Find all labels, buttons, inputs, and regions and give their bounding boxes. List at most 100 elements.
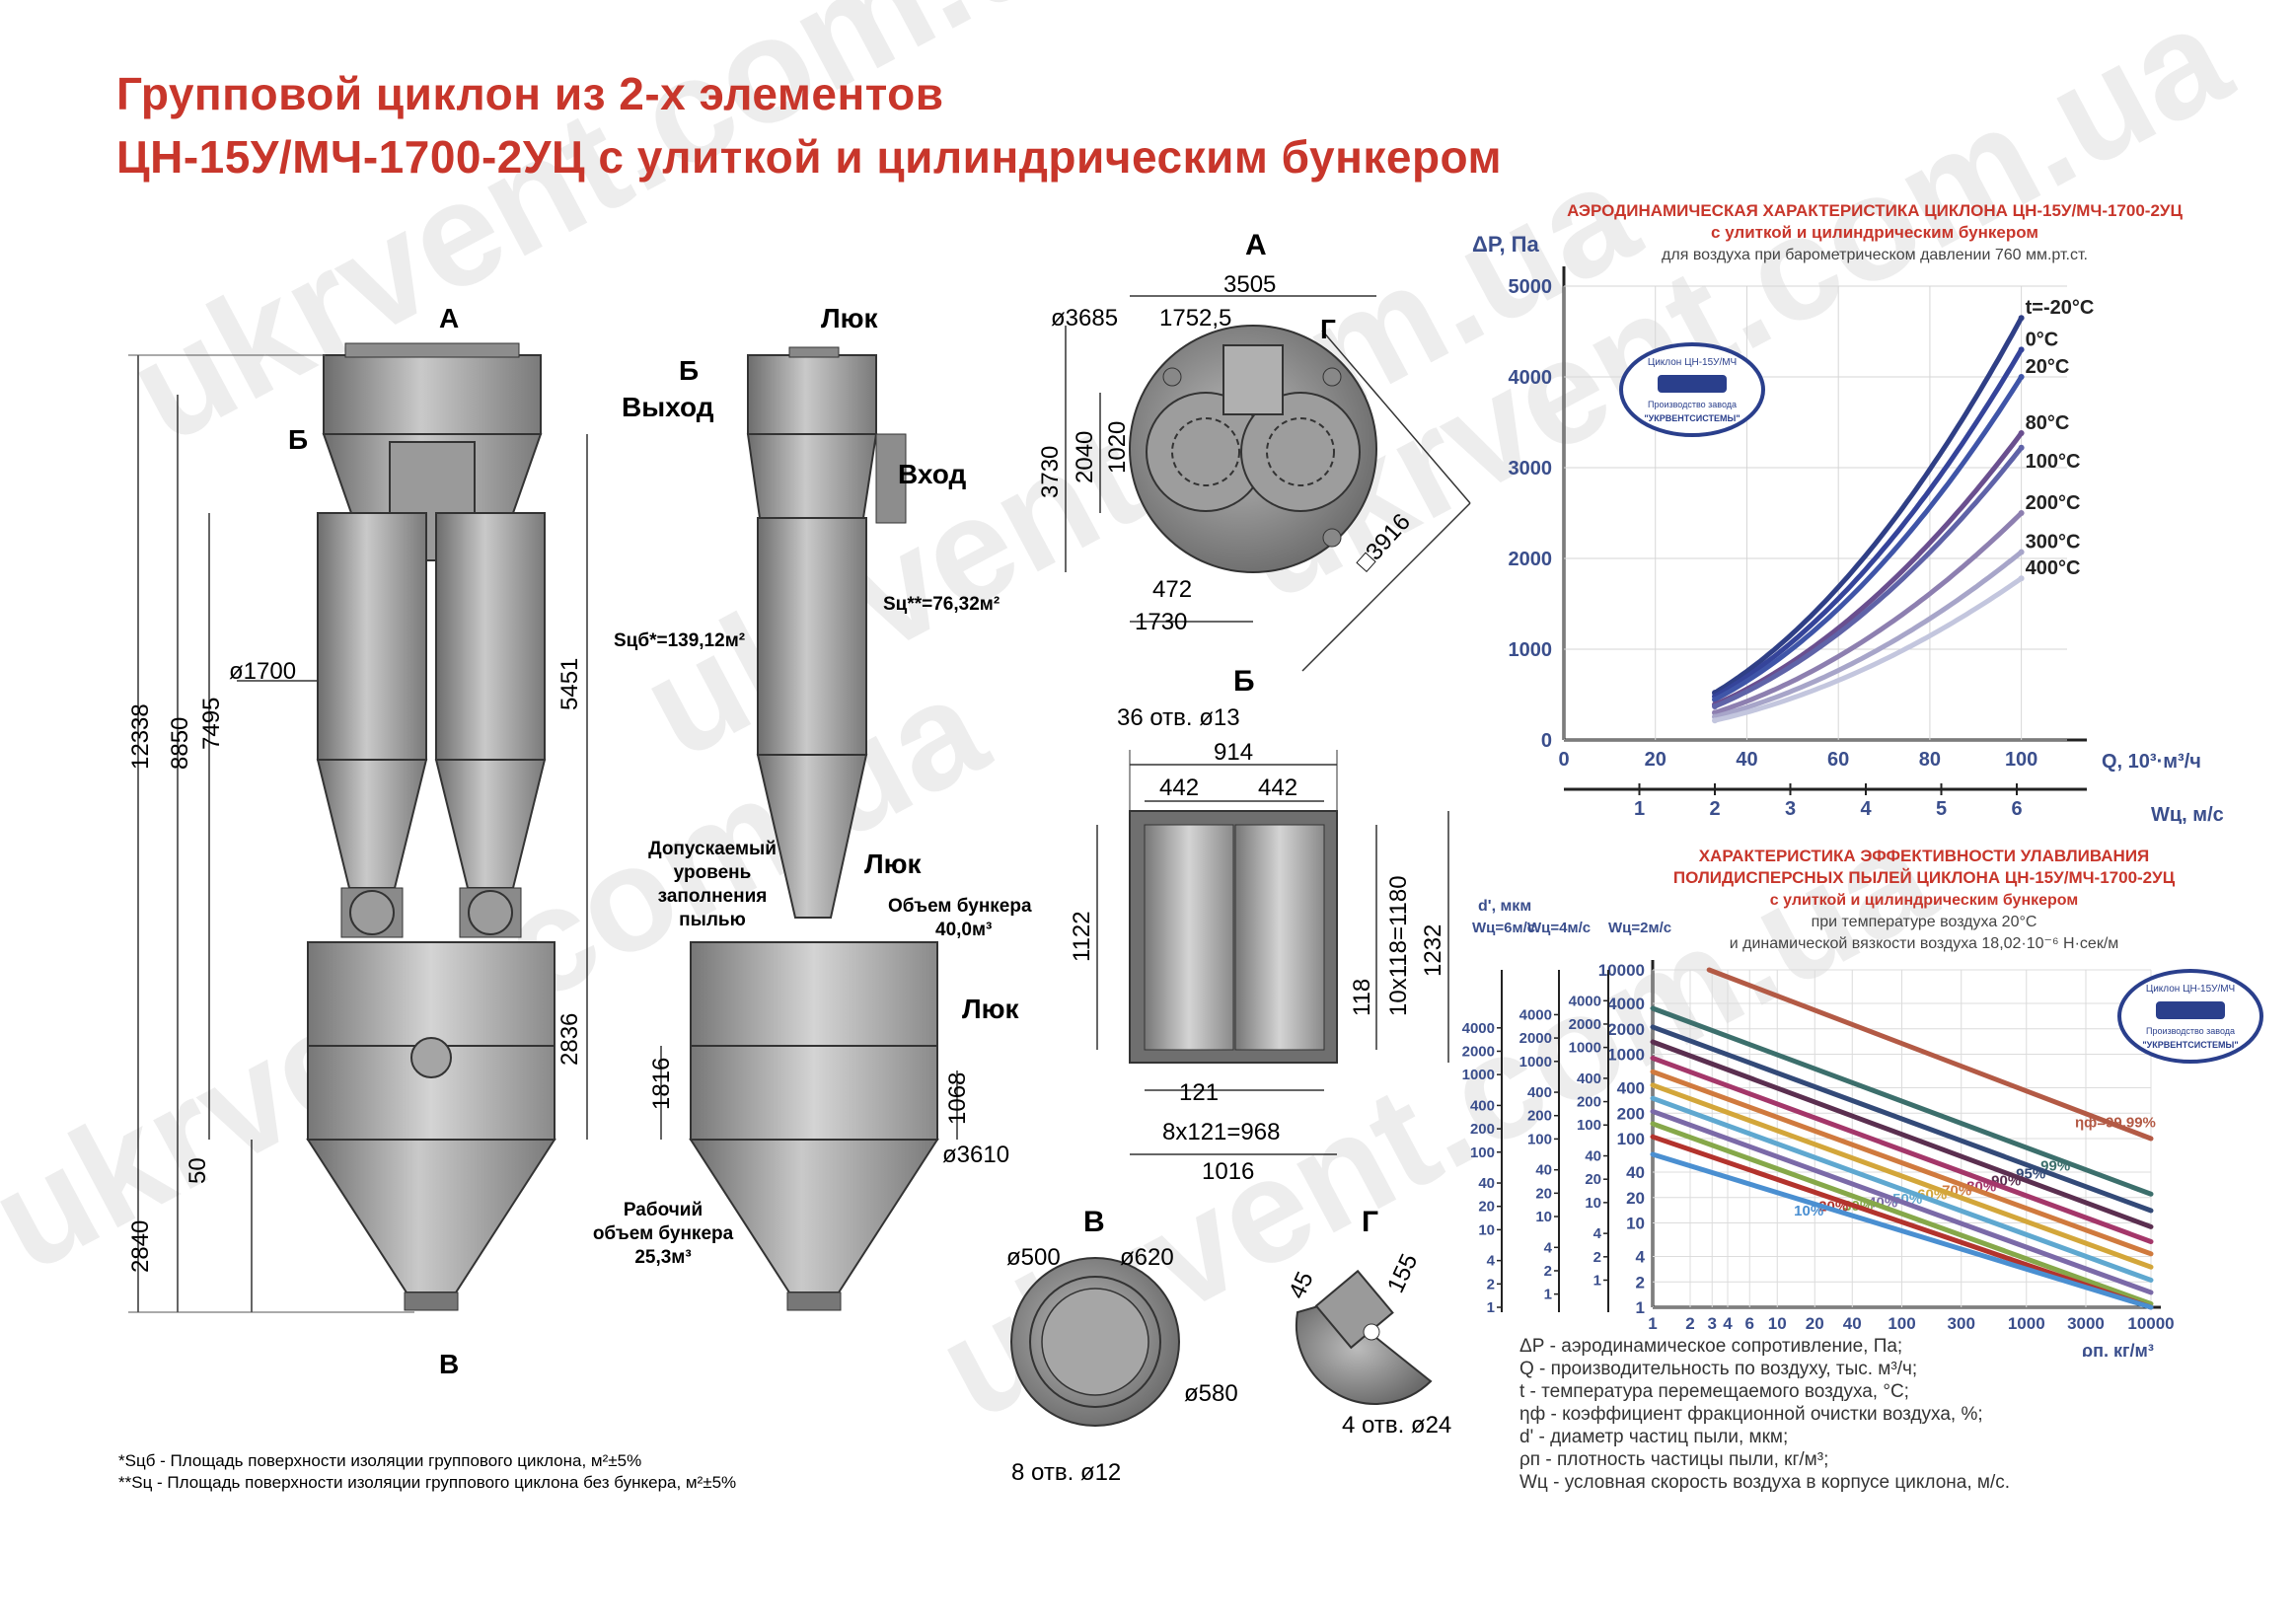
side-marker-b: Б xyxy=(679,355,699,386)
eff-left-scale-tick: 1000 xyxy=(1462,1067,1495,1083)
legend-rho: ρп - плотность частицы пыли, кг/м³; xyxy=(1519,1449,1829,1470)
eff-left-scale-tick: 2000 xyxy=(1519,1030,1552,1047)
page-title-line2: ЦН-15У/МЧ-1700-2УЦ с улиткой и цилиндрич… xyxy=(116,131,1503,183)
bunker-volume-line2: 40,0м³ xyxy=(935,920,992,940)
view-b-label: Б xyxy=(1233,665,1255,698)
front-marker-a: А xyxy=(439,303,459,333)
aero-series-line xyxy=(1712,575,2025,723)
eff-left-scale-tick: 20 xyxy=(1585,1171,1601,1188)
eff-left-scale-tick: 4 xyxy=(1544,1239,1553,1256)
aero-logo-text3: "УКРВЕНТСИСТЕМЫ" xyxy=(1644,413,1740,423)
fill-level-line4: пылью xyxy=(679,910,746,930)
eff-left-scale-tick: 10 xyxy=(1478,1221,1495,1238)
aero-x2-tick: 1 xyxy=(1634,798,1645,820)
eff-series-line xyxy=(1650,1005,2154,1197)
aero-x-tick: 60 xyxy=(1827,749,1849,771)
label-inlet: Вход xyxy=(898,459,966,489)
dim-442-left: 442 xyxy=(1159,775,1199,801)
eff-left-scale-tick: 100 xyxy=(1527,1131,1552,1147)
aero-y-tick: 3000 xyxy=(1509,458,1553,480)
eff-x-tick: 2 xyxy=(1685,1314,1694,1333)
eff-xlabel: ρп, кг/м³ xyxy=(2082,1341,2154,1357)
eff-left-scale-tick: 1 xyxy=(1593,1272,1601,1289)
aero-series-label: 400°С xyxy=(2026,557,2081,579)
front-marker-b: Б xyxy=(288,424,308,455)
aero-series-point xyxy=(2018,549,2025,555)
aero-x-tick: 80 xyxy=(1919,749,1941,771)
eff-y-tick: 200 xyxy=(1617,1104,1645,1123)
legend-d: d' - диаметр частиц пыли, мкм; xyxy=(1519,1427,1789,1447)
aero-series-point xyxy=(1712,702,1718,709)
eff-left-scale-tick: 200 xyxy=(1470,1121,1495,1138)
eff-x-tick: 1 xyxy=(1648,1314,1657,1333)
aero-x2-tick: 3 xyxy=(1785,798,1796,820)
dim-1752: 1752,5 xyxy=(1159,305,1231,332)
aero-series-point xyxy=(2018,444,2025,451)
dim-1020: 1020 xyxy=(1104,421,1131,474)
eff-w4-label: Wц=4м/с xyxy=(1527,920,1591,936)
dim-1816: 1816 xyxy=(648,1058,675,1110)
note-scb: *Sцб - Площадь поверхности изоляции груп… xyxy=(118,1451,641,1470)
eff-y-tick: 4000 xyxy=(1607,995,1645,1013)
eff-left-scale-tick: 10 xyxy=(1585,1195,1601,1212)
eff-series-line xyxy=(1650,1134,2154,1310)
dim-4holes: 4 отв. ø24 xyxy=(1342,1412,1451,1439)
eff-x-tick: 20 xyxy=(1806,1314,1824,1333)
aero-y-tick: 0 xyxy=(1541,730,1552,752)
front-marker-v: В xyxy=(439,1349,459,1379)
aero-series-line xyxy=(1712,315,2025,696)
aero-series-label: 0°С xyxy=(2026,329,2059,350)
eff-left-scale-tick: 2000 xyxy=(1569,1016,1601,1033)
eff-left-scale-tick: 400 xyxy=(1470,1097,1495,1114)
dim-d3685: ø3685 xyxy=(1051,305,1118,332)
eff-x-tick: 10000 xyxy=(2127,1314,2174,1333)
view-g-detail xyxy=(1295,1269,1433,1405)
eff-series-line xyxy=(1650,1082,2154,1270)
eff-series-line xyxy=(1650,1151,2154,1310)
dim-3505: 3505 xyxy=(1223,271,1276,298)
dim-45: 45 xyxy=(1284,1268,1319,1303)
fill-level-line3: заполнения xyxy=(658,886,768,907)
eff-y-tick: 10 xyxy=(1626,1215,1645,1233)
eff-series-line xyxy=(1650,1121,2154,1306)
legend-q: Q - производительность по воздуху, тыс. … xyxy=(1519,1359,1918,1379)
dim-8x121: 8x121=968 xyxy=(1162,1119,1280,1145)
label-sc: Sц**=76,32м² xyxy=(883,594,1000,615)
aero-logo: Циклон ЦН-15У/МЧ Производство завода "УК… xyxy=(1619,342,1765,437)
eff-left-scale-tick: 4000 xyxy=(1569,993,1601,1009)
aero-series-point xyxy=(2018,346,2025,353)
aero-series-point xyxy=(1712,697,1718,703)
eff-left-scale-tick: 1 xyxy=(1544,1287,1552,1303)
eff-left-scale-tick: 40 xyxy=(1478,1175,1495,1192)
eff-y-tick: 2000 xyxy=(1607,1020,1645,1039)
eff-series-line xyxy=(1650,1039,2154,1229)
aero-y-tick: 5000 xyxy=(1509,276,1553,298)
aero-logo-text2: Производство завода xyxy=(1648,400,1737,409)
technical-drawings: А Б В 12338 8850 7495 5451 2836 2840 50 … xyxy=(118,229,1471,1492)
aero-x-tick: 40 xyxy=(1736,749,1757,771)
label-hatch-top: Люк xyxy=(821,303,879,333)
eff-y-tick: 1 xyxy=(1636,1298,1645,1317)
eff-logo: Циклон ЦН-15У/МЧ Производство завода "УК… xyxy=(2117,969,2263,1064)
eff-logo-text3: "УКРВЕНТСИСТЕМЫ" xyxy=(2142,1040,2238,1050)
dim-8holes: 8 отв. ø12 xyxy=(1011,1459,1121,1486)
view-v-flange xyxy=(1010,1257,1180,1427)
legend-w: Wц - условная скорость воздуха в корпусе… xyxy=(1519,1472,2011,1493)
eff-left-scale-tick: 2 xyxy=(1544,1263,1552,1280)
view-a-marker-g: Г xyxy=(1320,314,1336,344)
aero-series-line xyxy=(1712,510,2025,715)
page-title-line1: Групповой циклон из 2-х элементов xyxy=(116,68,944,119)
legend-eta: ηф - коэффициент фракционной очистки воз… xyxy=(1519,1404,1983,1425)
side-view xyxy=(660,346,958,1311)
dim-914: 914 xyxy=(1214,739,1253,766)
eff-left-scale-tick: 100 xyxy=(1470,1144,1495,1161)
eff-series-line xyxy=(1706,967,2154,1142)
eff-left-scale-tick: 4 xyxy=(1487,1253,1496,1270)
aero-ylabel: ΔР, Па xyxy=(1472,232,1539,257)
dim-8850: 8850 xyxy=(167,717,193,770)
aero-series-label: 80°С xyxy=(2026,412,2070,434)
aero-series-label: 100°С xyxy=(2026,451,2081,473)
view-g-label: Г xyxy=(1362,1206,1378,1238)
dim-5451: 5451 xyxy=(556,658,583,710)
eff-x-tick: 6 xyxy=(1745,1314,1754,1333)
